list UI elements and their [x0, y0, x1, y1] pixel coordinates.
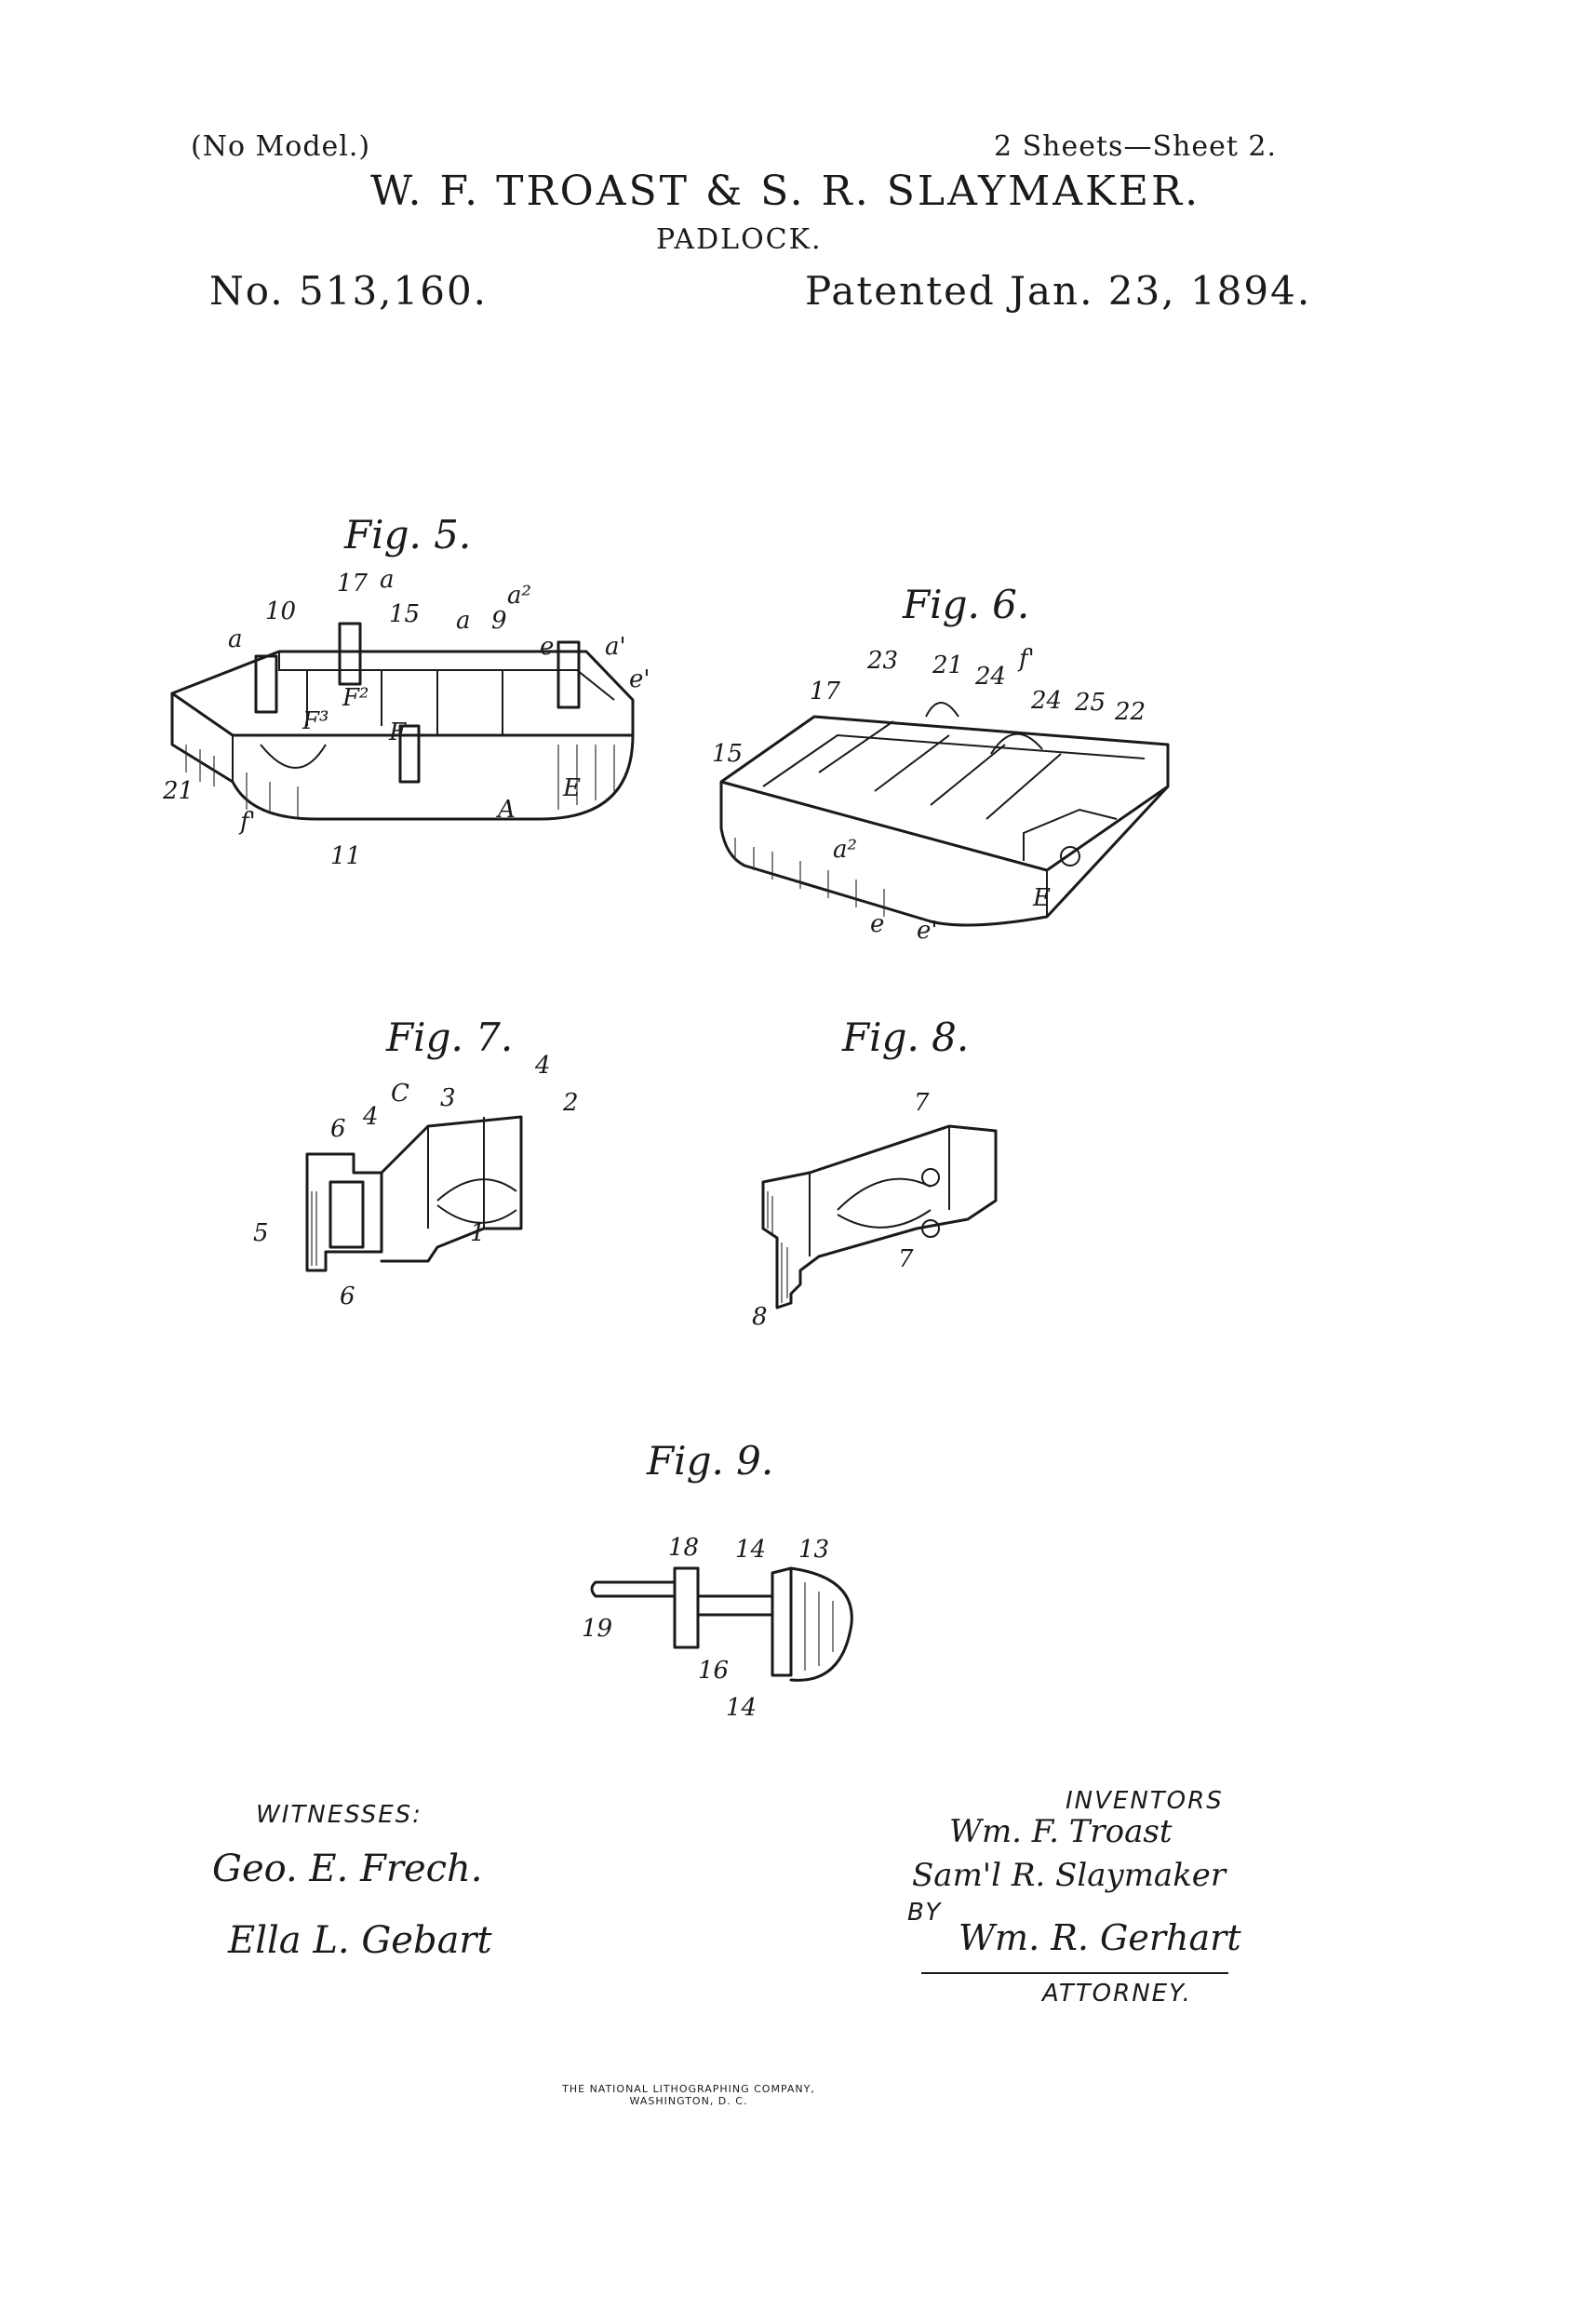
ref-label: 1: [470, 1219, 486, 1247]
ref-label: A: [498, 796, 516, 824]
ref-label: 10: [265, 598, 297, 625]
ref-label: 23: [867, 647, 899, 675]
model-note: (No Model.): [191, 130, 371, 163]
ref-label: 9: [491, 607, 507, 635]
ref-label: 4: [535, 1052, 551, 1080]
witnesses-heading: WITNESSES:: [256, 1801, 422, 1829]
ref-label: 17: [810, 678, 841, 705]
ref-label: 17: [337, 570, 369, 598]
inventor-signature: Sam'l R. Slaymaker: [912, 1857, 1227, 1894]
fig5-label: Fig. 5.: [344, 512, 472, 557]
ref-label: 11: [330, 842, 362, 870]
ref-label: 21: [932, 652, 964, 679]
attorney-signature: Wm. R. Gerhart: [959, 1917, 1241, 1958]
ref-label: f': [1019, 645, 1035, 673]
fig9-drawing: [590, 1566, 853, 1682]
fig6-drawing: [719, 702, 1170, 927]
ref-label: 19: [582, 1615, 613, 1643]
ref-label: e': [629, 665, 650, 693]
ref-label: 7: [914, 1089, 930, 1117]
fig7-drawing: [305, 1115, 523, 1272]
fig8-drawing: [761, 1124, 998, 1310]
ref-label: C: [391, 1080, 409, 1108]
witness-signature: Ella L. Gebart: [228, 1919, 492, 1962]
ref-label: 4: [363, 1103, 379, 1131]
ref-label: E: [1033, 884, 1051, 912]
ref-label: 24: [975, 663, 1007, 691]
printer-imprint: THE NATIONAL LITHOGRAPHING COMPANY, WASH…: [549, 2083, 828, 2107]
inventor-signature: Wm. F. Troast: [949, 1813, 1173, 1850]
ref-label: 5: [253, 1219, 269, 1247]
ref-label: 3: [440, 1084, 456, 1112]
ref-label: F³: [302, 707, 329, 735]
ref-label: e': [917, 917, 938, 945]
sheet-note: 2 Sheets—Sheet 2.: [994, 130, 1278, 163]
ref-label: F²: [342, 684, 369, 712]
fig7-label: Fig. 7.: [386, 1014, 514, 1060]
attorney-label: ATTORNEY.: [1042, 1980, 1192, 2008]
printer-line-2: WASHINGTON, D. C.: [629, 2095, 748, 2107]
ref-label: 13: [798, 1536, 830, 1564]
ref-label: a: [380, 566, 395, 594]
fig9-label: Fig. 9.: [647, 1438, 774, 1484]
witness-signature: Geo. E. Frech.: [212, 1847, 483, 1890]
fig8-label: Fig. 8.: [842, 1014, 970, 1060]
patent-date: Patented Jan. 23, 1894.: [805, 268, 1312, 314]
ref-label: f': [240, 808, 256, 836]
ref-label: a: [456, 607, 471, 635]
ref-label: a: [228, 625, 243, 653]
ref-label: 18: [668, 1534, 700, 1562]
ref-label: 6: [330, 1115, 346, 1143]
ref-label: 22: [1115, 698, 1146, 726]
inventors-line: W. F. TROAST & S. R. SLAYMAKER.: [370, 168, 1201, 215]
inventors-heading: INVENTORS: [1066, 1787, 1224, 1815]
ref-label: 14: [726, 1694, 757, 1722]
ref-label: a': [605, 633, 626, 661]
ref-label: 8: [752, 1303, 768, 1331]
ref-label: 24: [1031, 687, 1063, 715]
ref-label: E: [563, 774, 581, 802]
ref-label: e: [540, 633, 555, 661]
ref-label: 14: [735, 1536, 767, 1564]
patent-title: PADLOCK.: [656, 223, 823, 256]
ref-label: 16: [698, 1657, 730, 1685]
ref-label: e: [870, 910, 885, 938]
printer-line-1: THE NATIONAL LITHOGRAPHING COMPANY,: [562, 2083, 815, 2095]
ref-label: 15: [712, 740, 744, 768]
fig5-drawing: [170, 622, 635, 821]
fig6-label: Fig. 6.: [903, 582, 1030, 627]
ref-label: F: [389, 719, 407, 746]
ref-label: 2: [563, 1089, 579, 1117]
by-label: BY: [907, 1899, 943, 1927]
ref-label: 15: [389, 600, 421, 628]
ref-label: a²: [833, 836, 857, 864]
ref-label: a²: [507, 582, 531, 610]
ref-label: 6: [340, 1283, 355, 1310]
ref-label: 21: [163, 777, 194, 805]
patent-number: No. 513,160.: [209, 268, 489, 314]
ref-label: 25: [1075, 689, 1106, 717]
ref-label: 7: [898, 1245, 914, 1273]
